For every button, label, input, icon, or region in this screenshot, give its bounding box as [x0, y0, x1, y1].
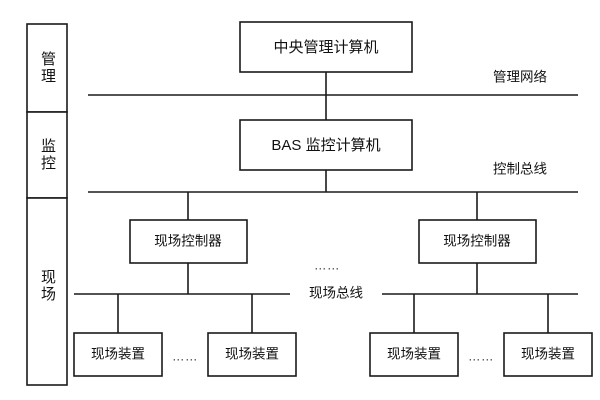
sidebar-box-management[interactable] — [26, 23, 68, 113]
controller-left-box[interactable] — [129, 219, 248, 264]
bas-computer-label: BAS 监控计算机 — [271, 136, 380, 154]
node-controller-left[interactable]: 现场控制器 — [129, 219, 248, 264]
central-computer-label: 中央管理计算机 — [273, 38, 378, 56]
layer-sidebar: 管理 监控 现场 — [26, 23, 68, 386]
node-central-computer[interactable]: 中央管理计算机 — [239, 21, 413, 73]
node-controller-right[interactable]: 现场控制器 — [418, 219, 537, 264]
sidebar-box-monitoring[interactable] — [26, 111, 68, 199]
controllers-ellipsis: …… — [314, 258, 340, 272]
device-1-box[interactable] — [73, 332, 163, 377]
sidebar-label-management: 管理 — [39, 51, 56, 85]
devices-left-ellipsis: …… — [172, 349, 198, 363]
node-device-4[interactable]: 现场装置 — [503, 332, 593, 377]
device-4-label: 现场装置 — [521, 347, 575, 362]
device-3-label: 现场装置 — [387, 347, 441, 362]
connection-lines — [74, 72, 578, 333]
node-device-1[interactable]: 现场装置 — [73, 332, 163, 377]
sidebar-label-field: 现场 — [39, 269, 56, 303]
node-bas-computer[interactable]: BAS 监控计算机 — [239, 119, 413, 171]
device-1-label: 现场装置 — [91, 347, 145, 362]
device-2-label: 现场装置 — [225, 347, 279, 362]
controller-right-label: 现场控制器 — [443, 234, 511, 249]
devices-right-ellipsis: …… — [468, 349, 494, 363]
controller-left-label: 现场控制器 — [154, 234, 222, 249]
node-device-3[interactable]: 现场装置 — [369, 332, 459, 377]
sidebar-box-field[interactable] — [26, 197, 68, 386]
device-2-box[interactable] — [207, 332, 297, 377]
device-4-box[interactable] — [503, 332, 593, 377]
device-3-box[interactable] — [369, 332, 459, 377]
control-bus-label: 控制总线 — [493, 162, 547, 177]
field-bus-label: 现场总线 — [309, 286, 363, 301]
central-computer-box[interactable] — [239, 21, 413, 73]
sidebar-label-monitoring: 监控 — [39, 138, 56, 172]
management-network-label: 管理网络 — [493, 70, 547, 85]
bas-computer-box[interactable] — [239, 119, 413, 171]
node-device-2[interactable]: 现场装置 — [207, 332, 297, 377]
controller-right-box[interactable] — [418, 219, 537, 264]
